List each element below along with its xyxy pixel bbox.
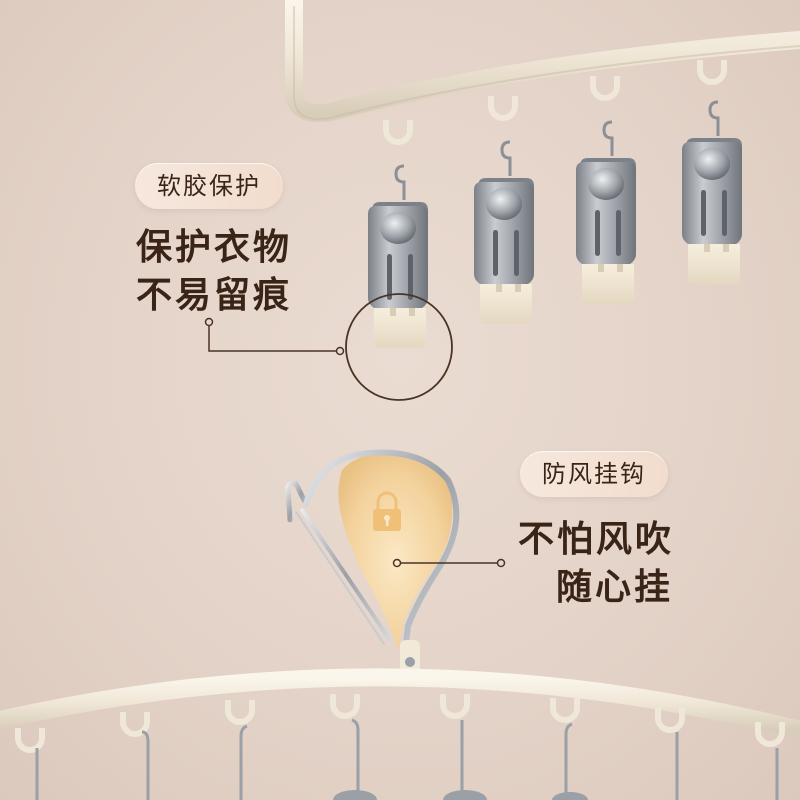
callout-line-hook xyxy=(392,558,506,568)
lock-icon xyxy=(373,491,401,531)
no-marks-text: 不易留痕 xyxy=(136,275,293,316)
rubber-tip-highlight-circle xyxy=(345,293,453,401)
callout-line-rubber xyxy=(204,317,345,356)
clip-4 xyxy=(680,100,744,286)
clip-3 xyxy=(574,120,638,306)
clip-1 xyxy=(366,164,430,350)
windproof-text: 不怕风吹 xyxy=(518,519,675,560)
bottom-hanger-frame xyxy=(0,668,800,739)
bottom-clip-tops xyxy=(333,790,588,800)
top-hanger-frame xyxy=(285,0,800,122)
clip-2 xyxy=(472,140,536,326)
hang-freely-text: 随心挂 xyxy=(556,567,674,608)
bottom-clip-hooks xyxy=(35,718,779,800)
soft-rubber-badge: 软胶保护 xyxy=(135,163,283,209)
windproof-hook-badge: 防风挂钩 xyxy=(520,451,668,497)
windproof-hook xyxy=(285,449,460,676)
protect-clothes-text: 保护衣物 xyxy=(136,227,293,268)
